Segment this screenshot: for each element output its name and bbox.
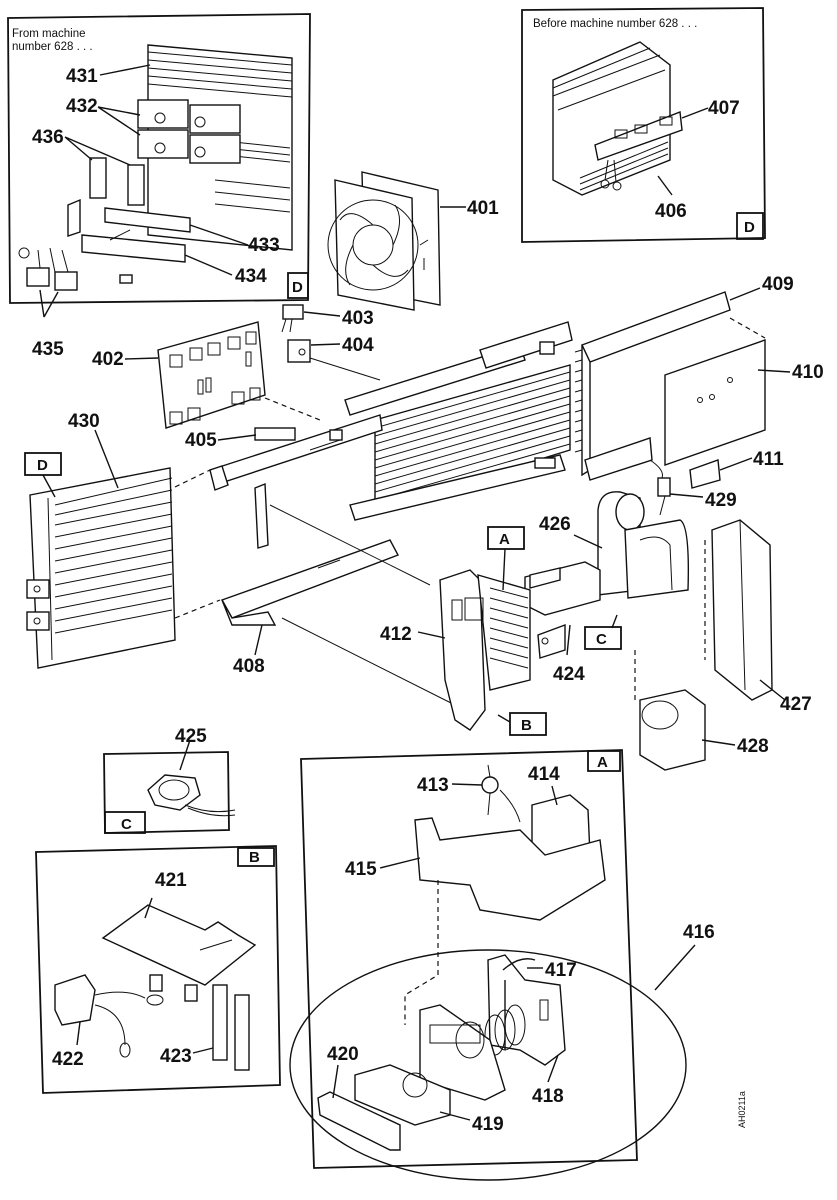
holder-434 — [81, 234, 186, 263]
tag-b-pointer: B — [521, 717, 532, 734]
callout-labels: 431 432 436 433 434 435 407 406 401 403 … — [32, 66, 824, 1135]
callout-417: 417 — [545, 960, 577, 981]
heatsink-406 — [552, 41, 671, 196]
heatsink-430: D — [24, 429, 221, 669]
callout-412: 412 — [380, 624, 412, 645]
callout-435: 435 — [32, 339, 64, 360]
bracket-436b — [127, 164, 145, 206]
callout-407: 407 — [708, 98, 740, 119]
callout-404: 404 — [342, 335, 374, 356]
callout-413: 413 — [417, 775, 449, 796]
callout-401: 401 — [467, 198, 499, 219]
busbar-433 — [104, 207, 191, 233]
callout-402: 402 — [92, 349, 124, 370]
board-407 — [594, 111, 683, 161]
callout-408: 408 — [233, 656, 265, 677]
standoff-423a — [212, 984, 228, 1061]
tag-d-pointer: D — [37, 457, 48, 474]
component-435a — [26, 267, 50, 287]
inset-c: C — [103, 739, 236, 834]
callout-411: 411 — [753, 449, 784, 470]
callout-429: 429 — [705, 490, 737, 511]
drawing-code: AH0211a — [737, 1091, 747, 1128]
component-403 — [282, 304, 304, 320]
callout-432: 432 — [66, 96, 98, 117]
callout-436: 436 — [32, 127, 64, 148]
bracket-424: C — [524, 561, 622, 659]
callout-414: 414 — [528, 764, 560, 785]
inset-note: Before machine number 628 . . . — [533, 18, 697, 30]
transformer-426 — [573, 491, 689, 599]
rail-408 — [220, 504, 456, 706]
callout-406: 406 — [655, 201, 687, 222]
tag-c-pointer: C — [596, 631, 607, 648]
bracket-415 — [414, 817, 606, 921]
cover-427 — [704, 519, 786, 701]
bracket-436a — [89, 157, 107, 199]
component-422 — [54, 974, 96, 1026]
clip-411 — [689, 459, 721, 489]
callout-430: 430 — [68, 411, 100, 432]
callout-420: 420 — [327, 1044, 359, 1065]
callout-425: 425 — [175, 726, 207, 747]
callout-410: 410 — [792, 362, 824, 383]
fan-401 — [327, 171, 466, 311]
bracket-412: A B — [417, 526, 547, 736]
inset-note-line2: number 628 . . . — [12, 41, 93, 53]
callout-403: 403 — [342, 308, 374, 329]
board-421 — [101, 904, 257, 986]
callout-416: 416 — [683, 922, 715, 943]
callout-433: 433 — [248, 235, 280, 256]
callout-434: 434 — [235, 266, 267, 287]
main-heatsink-assembly — [344, 321, 573, 521]
circuit-board-402 — [124, 321, 321, 429]
grommet-413 — [481, 776, 499, 794]
callout-419: 419 — [472, 1114, 504, 1135]
standoff-423b — [234, 994, 250, 1071]
component-435b — [54, 271, 78, 291]
inset-tag-d: D — [292, 279, 303, 296]
callout-422: 422 — [52, 1049, 84, 1070]
inset-tag-a: A — [597, 754, 608, 771]
cover-428 — [634, 650, 736, 771]
inset-note-line1: From machine — [12, 28, 86, 40]
power-modules-432 — [137, 99, 241, 164]
plate-410 — [664, 339, 791, 466]
inset-before-machine-628: Before machine number 628 . . . D — [521, 7, 766, 243]
tag-a-pointer: A — [499, 531, 510, 548]
inset-tag-b: B — [249, 849, 260, 866]
callout-423: 423 — [160, 1046, 192, 1067]
heatsink-409 — [574, 287, 766, 481]
inset-a: A — [289, 749, 696, 1181]
connector-429 — [657, 477, 671, 497]
callout-426: 426 — [539, 514, 571, 535]
rail-405 — [209, 414, 383, 549]
callout-409: 409 — [762, 274, 794, 295]
inset-tag-c: C — [121, 816, 132, 833]
subassembly-416-outline — [289, 949, 687, 1181]
callout-421: 421 — [155, 870, 187, 891]
callout-427: 427 — [780, 694, 812, 715]
callout-415: 415 — [345, 859, 377, 880]
inset-b: B — [35, 845, 281, 1094]
callout-428: 428 — [737, 736, 769, 757]
clip-420 — [317, 1091, 401, 1151]
callout-418: 418 — [532, 1086, 564, 1107]
inset-tag-d: D — [744, 219, 755, 236]
callout-431: 431 — [66, 66, 98, 87]
callout-424: 424 — [553, 664, 585, 685]
inset-from-machine-628: From machine number 628 . . . — [7, 13, 311, 318]
callout-405: 405 — [185, 430, 217, 451]
